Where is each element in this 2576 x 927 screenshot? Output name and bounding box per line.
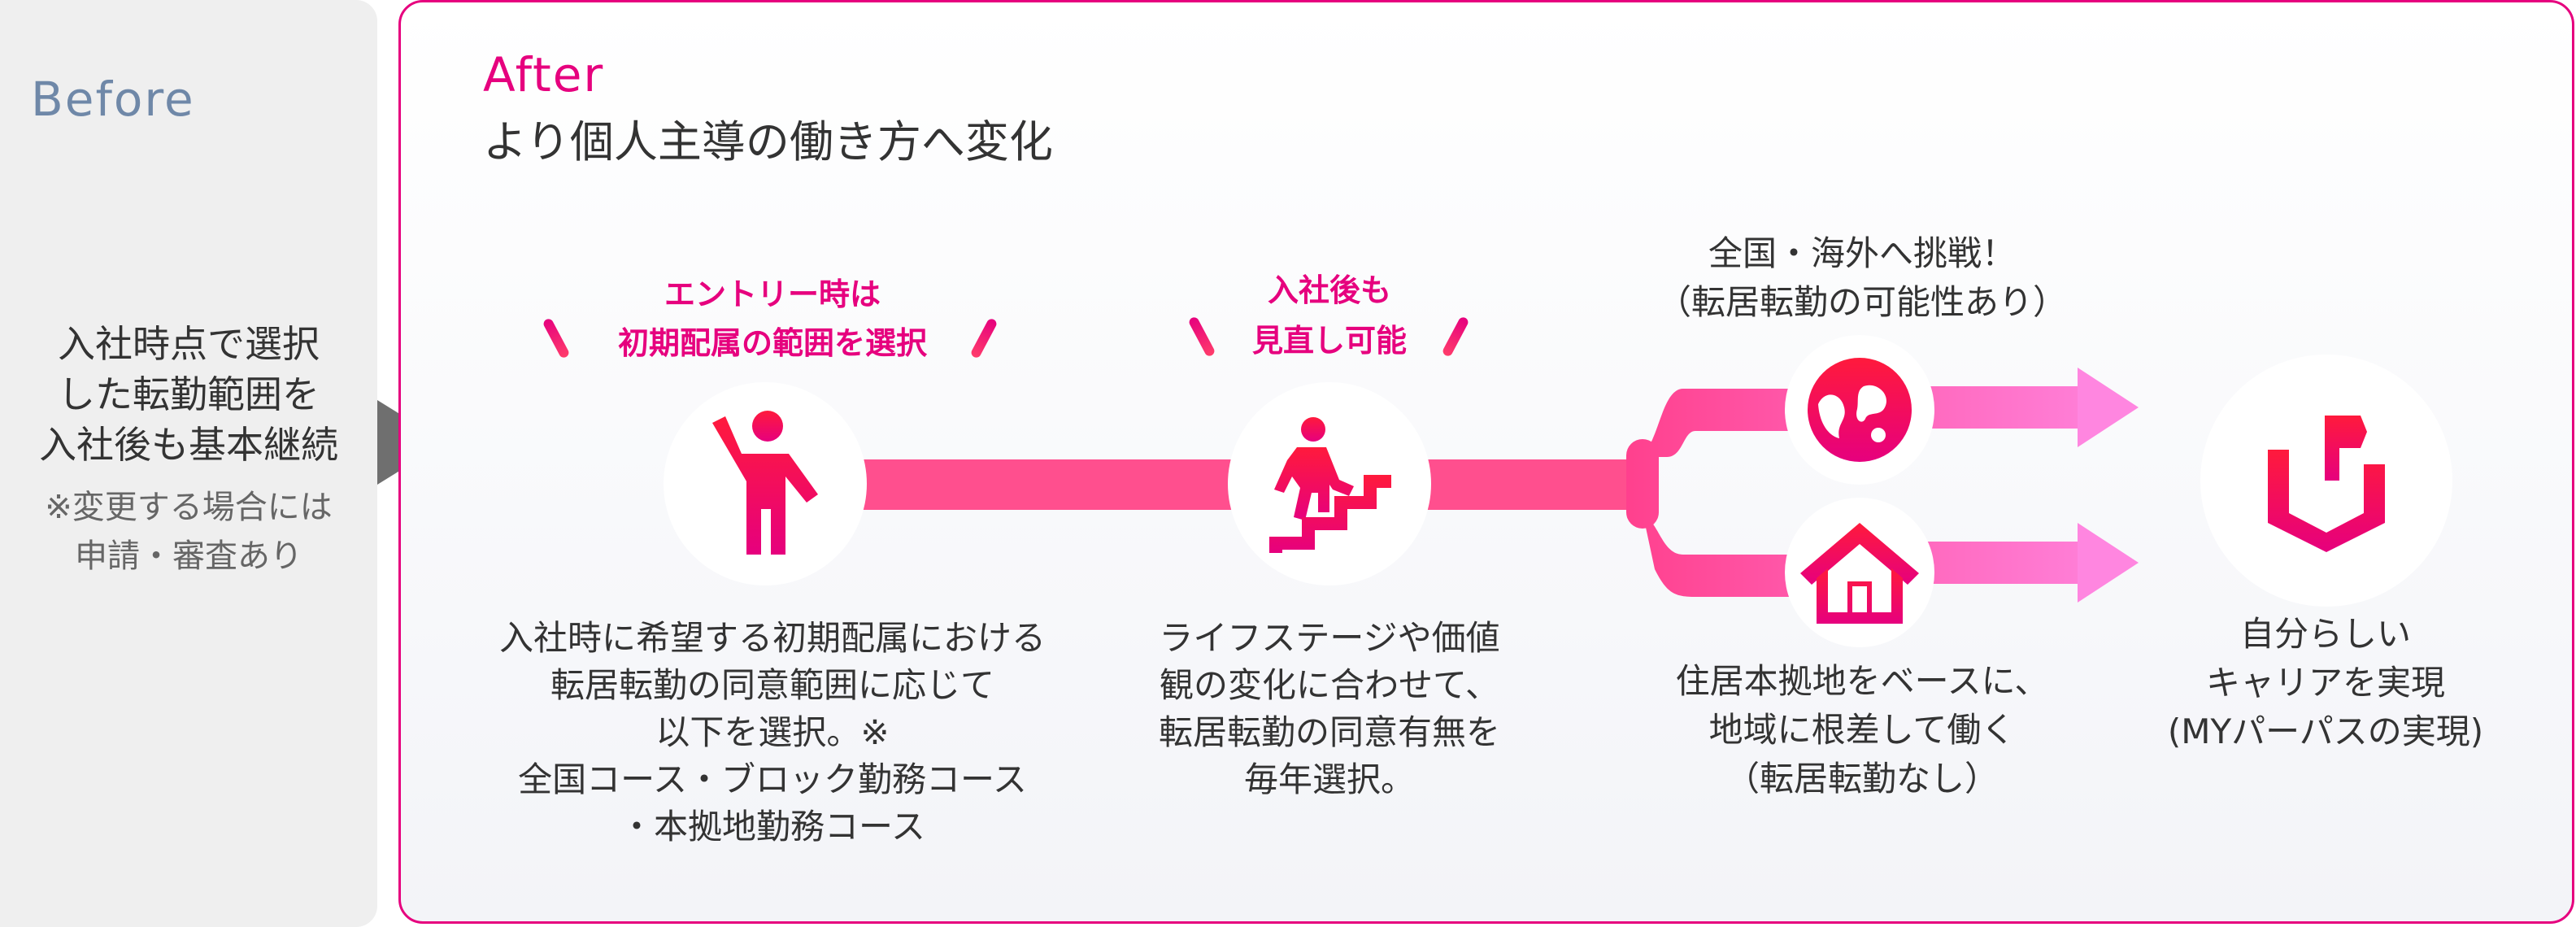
step2-callout: 入社後も 見直し可能	[1251, 272, 1407, 359]
upper-arrow	[1919, 368, 2139, 447]
before-title: Before	[31, 72, 195, 127]
step2-description: ライフステージや価値 観の変化に合わせて、 転居転勤の同意有無を 毎年選択。	[1158, 618, 1500, 799]
after-title: After	[483, 47, 605, 102]
before-main-text: 入社時点で選択 した転勤範囲を 入社後も基本継続	[39, 322, 338, 467]
step1-callout: エントリー時は 初期配属の範囲を選択	[617, 276, 927, 361]
goal-icon-circle	[2200, 355, 2452, 607]
flag-shield-icon	[2268, 416, 2385, 552]
house-icon	[1800, 523, 1919, 624]
branch-top-icon-circle	[1785, 335, 1934, 485]
branch-top-label: 全国・海外へ挑戦！ （転居転勤の可能性あり）	[1656, 233, 2067, 322]
person-raising-hand-icon	[712, 411, 818, 555]
branch-fork	[1634, 389, 1813, 457]
after-subtitle: より個人主導の働き方へ変化	[483, 116, 1053, 168]
lower-arrow	[1919, 523, 2139, 603]
step2-icon-circle	[1228, 382, 1431, 585]
branch-bottom-label: 住居本拠地をベースに、 地域に根差して働く （転居転勤なし）	[1675, 661, 2049, 799]
before-panel: Before 入社時点で選択 した転勤範囲を 入社後も基本継続 ※変更する場合に…	[0, 0, 377, 927]
branch-bottom-icon-circle	[1785, 498, 1934, 647]
globe-icon	[1808, 358, 1912, 462]
step1-description: 入社時に希望する初期配属における 転居転勤の同意範囲に応じて 以下を選択。※ 全…	[498, 618, 1046, 846]
before-note: ※変更する場合には 申請・審査あり	[45, 489, 333, 575]
person-climbing-stairs-icon	[1269, 417, 1391, 553]
step1-icon-circle	[664, 382, 867, 585]
goal-label: 自分らしい キャリアを実現 (MYパーパスの実現)	[2167, 614, 2484, 751]
